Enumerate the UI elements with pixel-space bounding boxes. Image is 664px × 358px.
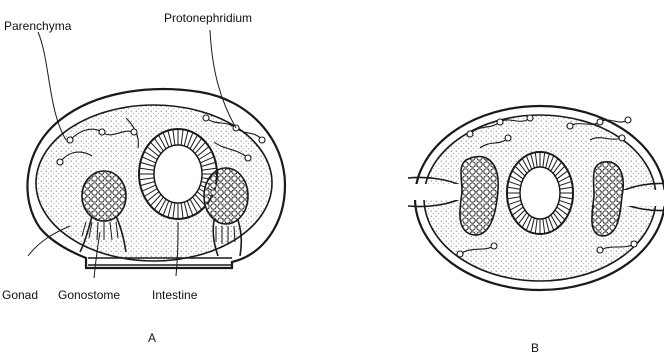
label-gonostome: Gonostome [58,288,120,302]
label-intestine: Intestine [152,288,198,302]
caption-b: B [531,341,539,355]
cross-section-b: B [404,106,664,355]
label-gonad: Gonad [2,288,38,302]
cross-section-a: Parenchyma Protonephridium Gonad Gonosto… [2,11,285,345]
caption-a: A [148,331,156,345]
label-protonephridium: Protonephridium [164,11,252,25]
intestine-b [507,152,573,234]
label-parenchyma: Parenchyma [4,19,72,33]
